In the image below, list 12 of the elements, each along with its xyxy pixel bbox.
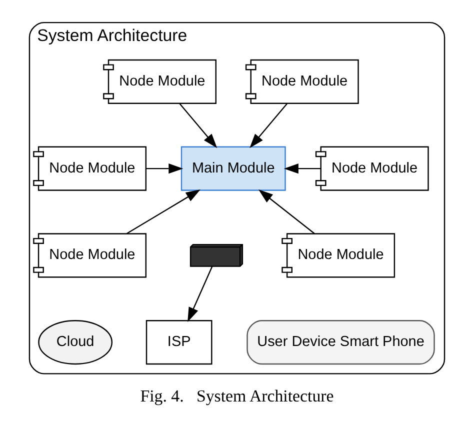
arrow [179,103,218,148]
caption: Fig. 4. System Architecture [140,386,334,406]
arrow [250,103,288,148]
node-box: Main Module [180,146,286,191]
node-box: User Device Smart Phone [246,320,435,365]
arrow [146,164,184,174]
node-box: ISP [146,320,212,365]
arrow [258,190,315,234]
arrow [284,164,321,174]
arrow [188,266,213,322]
node-ellipse: Cloud [38,320,113,365]
arrow [126,189,200,234]
